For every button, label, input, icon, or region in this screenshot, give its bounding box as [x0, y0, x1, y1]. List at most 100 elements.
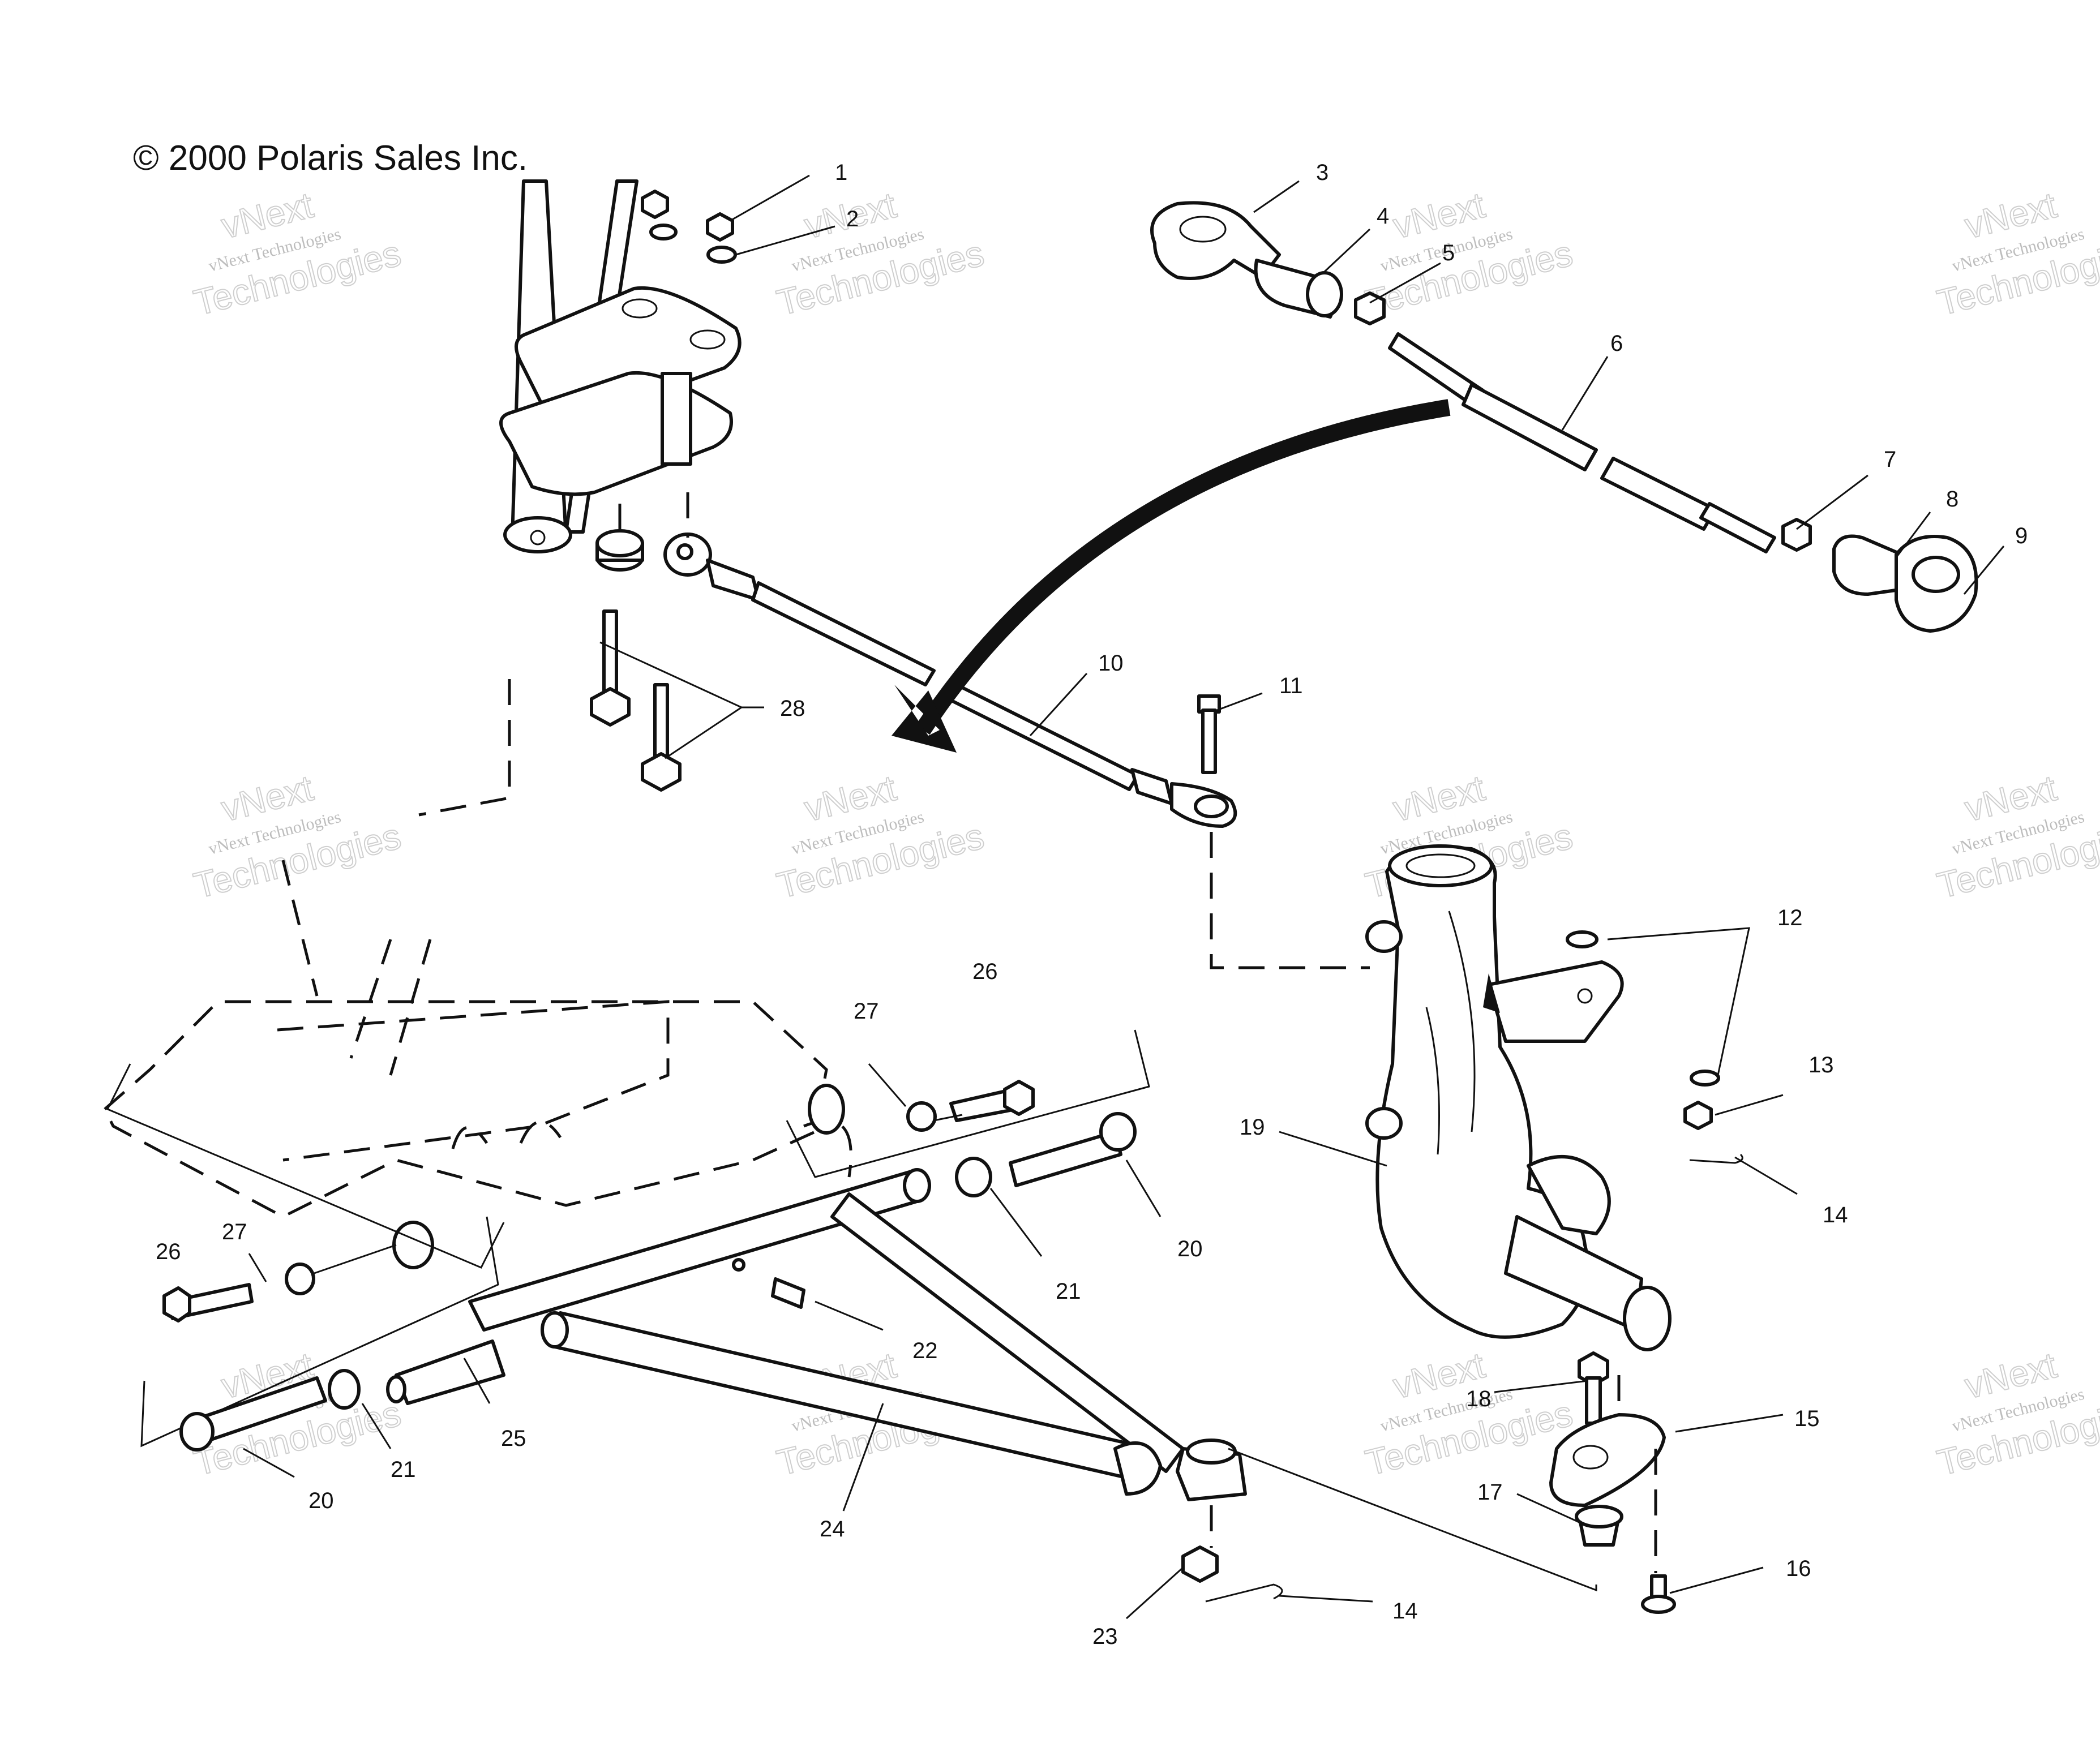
- frame-dashed: [102, 679, 1370, 1269]
- washer-12-upper: [1566, 930, 1598, 948]
- callout-15: 15: [1794, 1406, 1820, 1431]
- nut-13: [1683, 1101, 1713, 1130]
- frame-inner: [277, 1000, 670, 1162]
- bolt-shaft: [602, 609, 618, 698]
- bracket-hole: [622, 298, 658, 319]
- callout-1: 1: [835, 160, 847, 185]
- bracket-hole: [689, 329, 726, 350]
- nut-7: [1781, 518, 1812, 552]
- washer-27-right: [906, 1101, 937, 1132]
- callout-16: 16: [1786, 1556, 1811, 1581]
- rod-end-8: [1832, 534, 1909, 596]
- assembly-arrow-head-icon: [892, 685, 957, 753]
- top-nuts: [641, 190, 737, 264]
- leader-lines: [243, 174, 2005, 1620]
- watermark: vNext vNext Technologies Technologies: [1361, 1344, 1577, 1484]
- cotter-pin-14-upper: [1689, 1153, 1743, 1164]
- ball-joint-17-top: [1575, 1505, 1623, 1528]
- bolt-18-shaft: [1585, 1376, 1602, 1425]
- washer: [706, 246, 737, 264]
- callout-2: 2: [846, 207, 859, 231]
- bolt-26-left-head: [162, 1286, 191, 1323]
- callout-3: 3: [1316, 160, 1328, 185]
- watermarks: vNext vNext Technologies Technologies vN…: [189, 184, 2100, 1484]
- grease-fitting-22: [771, 1277, 805, 1309]
- bushing-top: [595, 529, 644, 557]
- frame-dash-top: [418, 679, 511, 817]
- knuckle-top-bore: [1405, 853, 1476, 878]
- callout-21-left: 21: [391, 1457, 416, 1482]
- callout-25: 25: [501, 1426, 526, 1451]
- rod-6-body-left: [1462, 383, 1598, 471]
- frame-outline: [102, 1000, 828, 1218]
- dash-plate: [1617, 1375, 1657, 1573]
- bolts-28: [590, 609, 682, 792]
- watermark: vNext vNext Technologies Technologies: [772, 767, 988, 907]
- callout-numbers: 1 2 3 4 5 6 7 8 9 10 11 12 13 14 15 16 1…: [156, 160, 2028, 1649]
- watermark: vNext vNext Technologies Technologies: [1932, 184, 2100, 324]
- a-arm-diagonal-tube: [830, 1192, 1185, 1473]
- callout-17: 17: [1477, 1480, 1503, 1505]
- rod-6-thread-right: [1699, 502, 1776, 553]
- a-arm-bushing-25-end: [386, 1375, 406, 1403]
- callout-10: 10: [1098, 651, 1124, 676]
- nut: [706, 212, 734, 242]
- rod-end-4: [1306, 271, 1343, 317]
- tie-rod-shaft-left: [751, 581, 936, 686]
- bolt-11: [1197, 694, 1221, 774]
- callout-14-upper: 14: [1823, 1203, 1848, 1227]
- callout-27-left: 27: [222, 1220, 247, 1244]
- bushing-21-right: [955, 1157, 992, 1197]
- watermark: vNext vNext Technologies Technologies: [1932, 767, 2100, 907]
- copyright-text: © 2000 Polaris Sales Inc.: [133, 139, 528, 178]
- tie-rod-shaft-right: [941, 680, 1139, 791]
- bolt-head: [590, 687, 631, 727]
- pivot-shaft-20-left-head: [179, 1412, 215, 1452]
- steering-post-end: [503, 516, 572, 553]
- watermark: vNext vNext Technologies Technologies: [772, 184, 988, 324]
- steering-knuckle: [1365, 844, 1672, 1351]
- bracket-spacer: [661, 372, 692, 466]
- callout-7: 7: [1884, 447, 1896, 472]
- frame-mount-bushing-right: [808, 1084, 845, 1135]
- callout-24: 24: [820, 1517, 845, 1542]
- a-arm-tube-cap: [1113, 1441, 1162, 1496]
- callout-26-left: 26: [156, 1239, 181, 1264]
- bolt-16-head: [1641, 1595, 1676, 1614]
- assembly-arrow-shaft: [915, 399, 1451, 735]
- callout-6: 6: [1610, 331, 1623, 356]
- callout-27-right: 27: [854, 999, 879, 1024]
- tie-rod-end-hole: [676, 543, 693, 560]
- washer-27-left: [285, 1263, 315, 1295]
- rod-end-9-bushing: [1912, 556, 1960, 593]
- bushing: [595, 529, 644, 572]
- callout-9: 9: [2015, 523, 2028, 548]
- knuckle-brake-mount: [1527, 1155, 1611, 1235]
- callout-20-left: 20: [308, 1488, 334, 1513]
- callout-18: 18: [1466, 1386, 1492, 1411]
- knuckle-shadow: [1483, 973, 1500, 1013]
- castle-nut-23: [1181, 1545, 1219, 1583]
- knuckle-steering-arm: [1487, 960, 1624, 1043]
- cotter-pin-14-lower: [1205, 1583, 1283, 1603]
- callout-8: 8: [1946, 487, 1958, 512]
- ball-joint-top: [1186, 1439, 1237, 1465]
- dash-bracket: [618, 492, 689, 538]
- callout-26-right: 26: [972, 959, 998, 984]
- knuckle-lug-lower: [1365, 1107, 1403, 1140]
- frame-dash-legs: [281, 860, 432, 1076]
- tie-rod-jam-nut-left: [706, 559, 760, 602]
- callout-14-lower: 14: [1392, 1599, 1418, 1624]
- knuckle-top: [1388, 844, 1493, 887]
- washer-12-lower: [1690, 1070, 1720, 1087]
- knuckle-spindle-end: [1623, 1286, 1672, 1351]
- a-arm-rear-tube-end: [541, 1311, 569, 1349]
- callout-4: 4: [1377, 204, 1389, 229]
- bushing-21-left: [328, 1369, 361, 1410]
- tie-rod-end-right-hole: [1194, 795, 1229, 818]
- pivot-shaft-20-right: [1009, 1130, 1122, 1187]
- callout-21-right: 21: [1056, 1279, 1081, 1304]
- rod-end-3-hole: [1179, 216, 1227, 243]
- bolt-26-right-head: [1003, 1080, 1035, 1116]
- knuckle-lug-upper: [1365, 920, 1403, 953]
